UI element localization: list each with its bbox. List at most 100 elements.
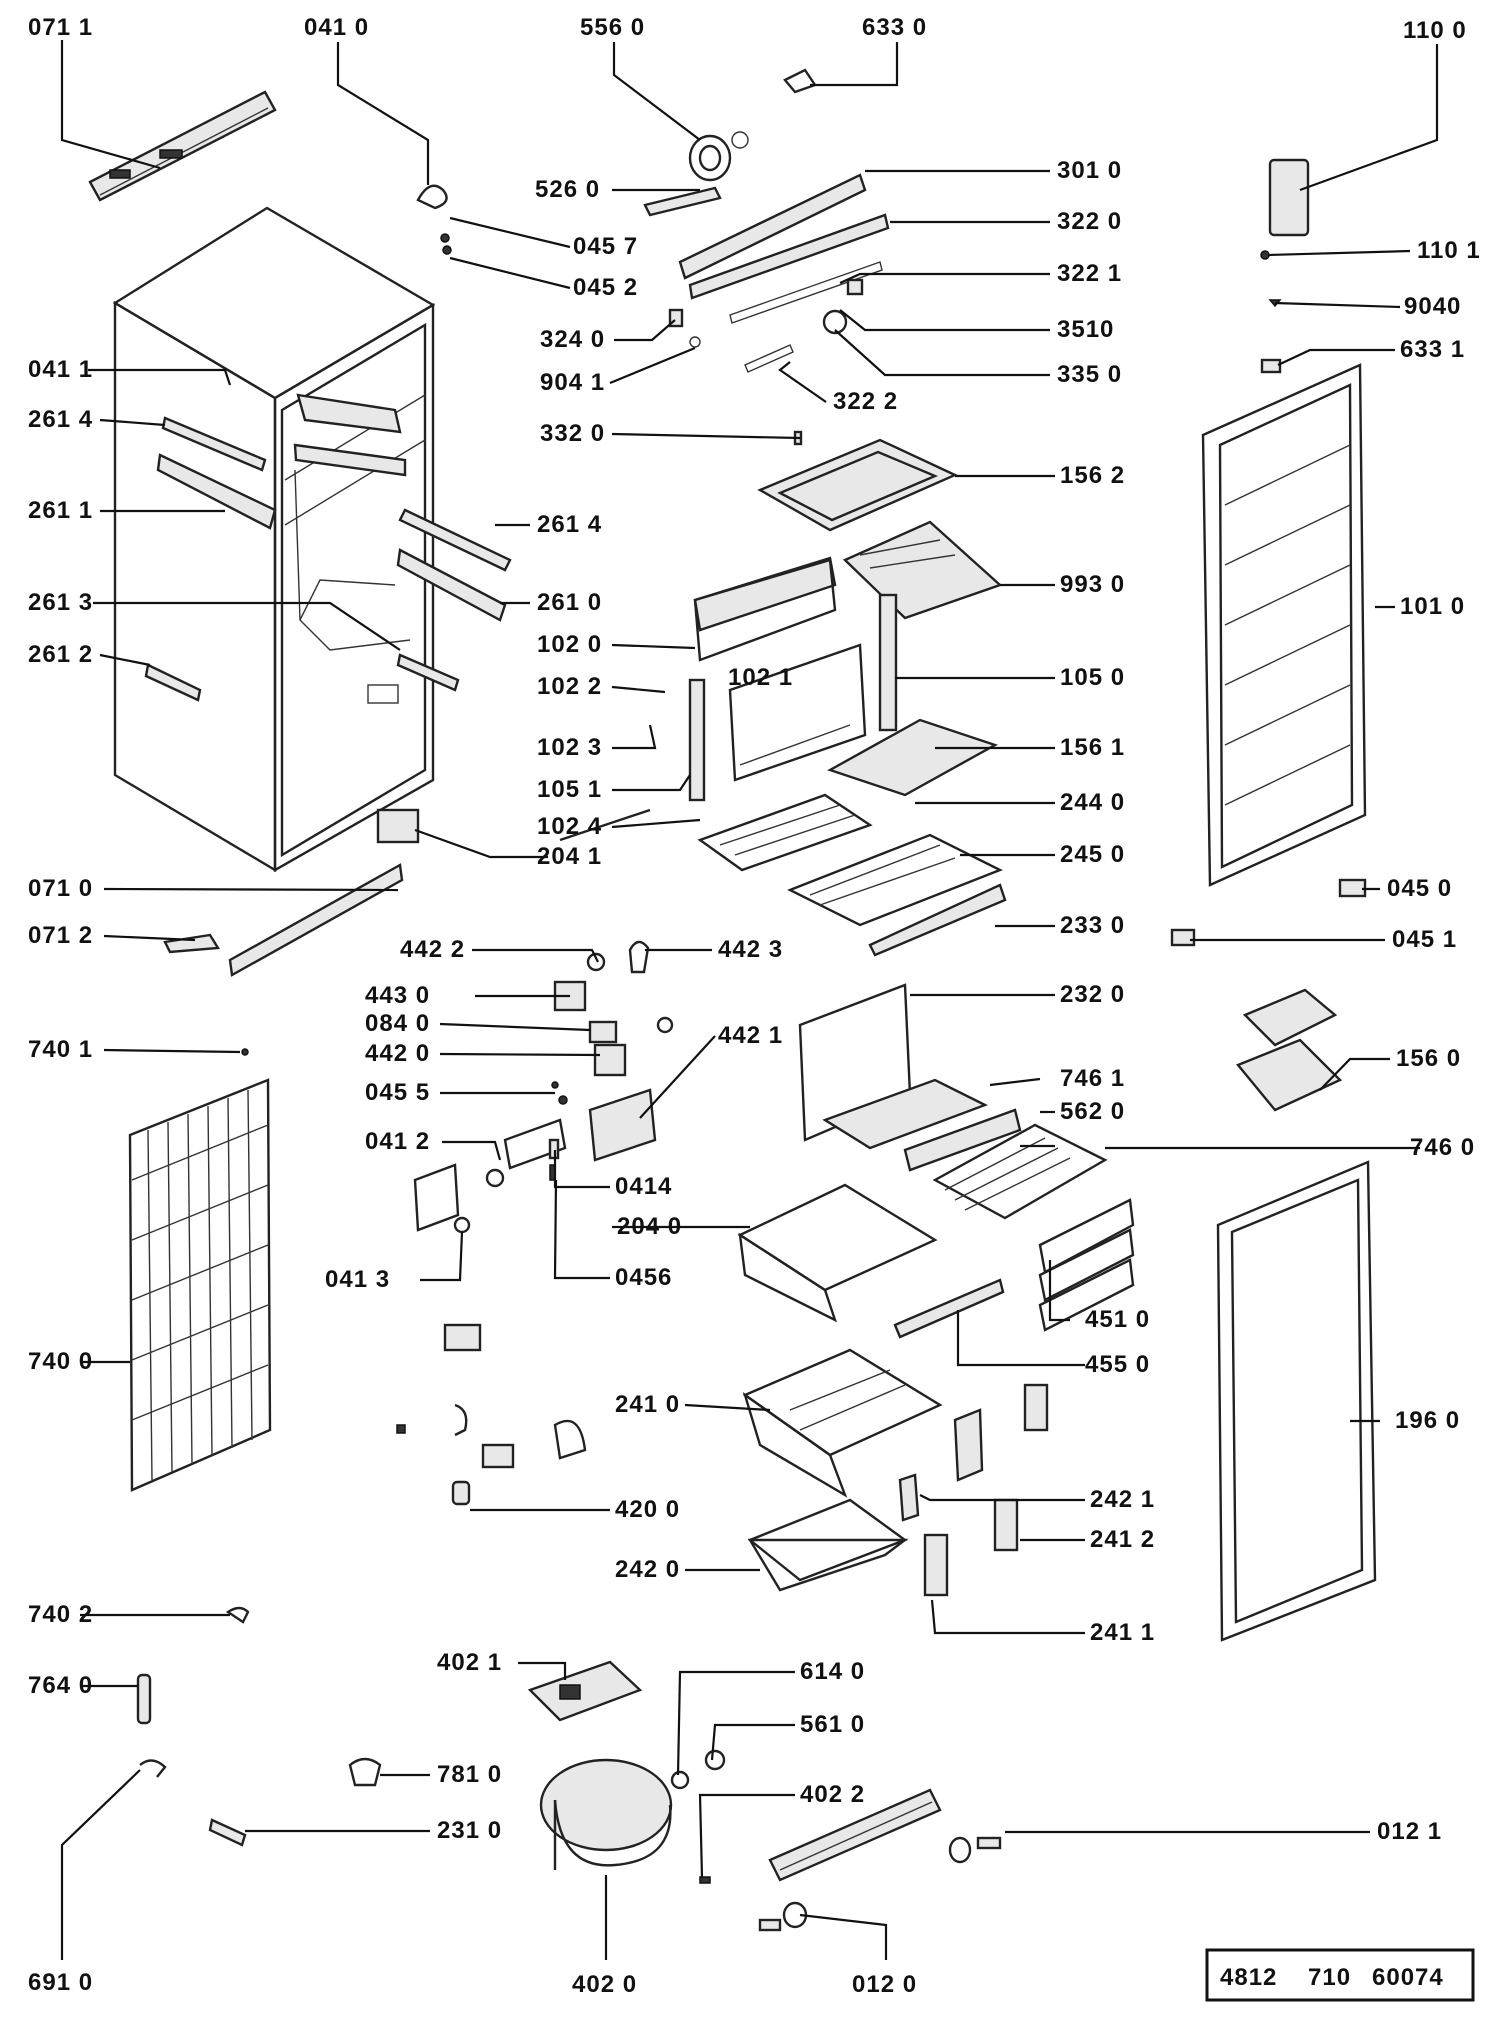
- label-691-0: 691 0: [28, 1969, 93, 1996]
- label-241-2: 241 2: [1090, 1526, 1155, 1553]
- label-041-1: 041 1: [28, 356, 93, 383]
- label-746-0: 746 0: [1410, 1134, 1475, 1161]
- label-233-0: 233 0: [1060, 912, 1125, 939]
- top-hardware-parts: [416, 68, 1310, 446]
- label-301-0: 301 0: [1057, 157, 1122, 184]
- label-764-0: 764 0: [28, 1672, 93, 1699]
- label-244-0: 244 0: [1060, 789, 1125, 816]
- label-442-0: 442 0: [365, 1040, 430, 1067]
- label-245-0: 245 0: [1060, 841, 1125, 868]
- label-204-1: 204 1: [537, 843, 602, 870]
- label-402-2: 402 2: [800, 1781, 865, 1808]
- label-261-0: 261 0: [537, 589, 602, 616]
- label-402-1: 402 1: [437, 1649, 502, 1676]
- label-261-1: 261 1: [28, 497, 93, 524]
- condenser-part: [128, 1048, 272, 1624]
- label-261-4-left: 261 4: [28, 406, 93, 433]
- label-562-0: 562 0: [1060, 1098, 1125, 1125]
- label-442-2: 442 2: [400, 936, 465, 963]
- label-740-1: 740 1: [28, 1036, 93, 1063]
- label-204-0: 204 0: [617, 1213, 682, 1240]
- label-442-1: 442 1: [718, 1022, 783, 1049]
- label-614-0: 614 0: [800, 1658, 865, 1685]
- label-241-0: 241 0: [615, 1391, 680, 1418]
- label-241-1: 241 1: [1090, 1619, 1155, 1646]
- label-556-0: 556 0: [580, 14, 645, 41]
- label-045-1: 045 1: [1392, 926, 1457, 953]
- label-904-1: 904 1: [540, 369, 605, 396]
- label-084-0: 084 0: [365, 1010, 430, 1037]
- label-261-2: 261 2: [28, 641, 93, 668]
- part-labels: 071 1 041 0 556 0 633 0 110 0 526 0 301 …: [28, 14, 1481, 1998]
- label-740-0: 740 0: [28, 1348, 93, 1375]
- label-443-0: 443 0: [365, 982, 430, 1009]
- label-526-0: 526 0: [535, 176, 600, 203]
- label-324-0: 324 0: [540, 326, 605, 353]
- label-102-1: 102 1: [728, 664, 793, 691]
- label-3510: 3510: [1057, 316, 1114, 343]
- label-332-0: 332 0: [540, 420, 605, 447]
- label-102-0: 102 0: [537, 631, 602, 658]
- label-071-1: 071 1: [28, 14, 93, 41]
- label-993-0: 993 0: [1060, 571, 1125, 598]
- drawing-code-part-3: 60074: [1372, 1964, 1444, 1991]
- label-101-0: 101 0: [1400, 593, 1465, 620]
- label-561-0: 561 0: [800, 1711, 865, 1738]
- top-trim-part: [88, 90, 277, 202]
- evaporator-parts: [737, 983, 1135, 1597]
- label-232-0: 232 0: [1060, 981, 1125, 1008]
- drawing-code-box: 4812 710 60074: [1205, 1948, 1475, 2002]
- label-045-7: 045 7: [573, 233, 638, 260]
- label-335-0: 335 0: [1057, 361, 1122, 388]
- label-261-3: 261 3: [28, 589, 93, 616]
- label-156-0: 156 0: [1396, 1045, 1461, 1072]
- drawing-code-part-1: 4812: [1220, 1964, 1277, 1991]
- label-420-0: 420 0: [615, 1496, 680, 1523]
- label-041-2: 041 2: [365, 1128, 430, 1155]
- label-102-2: 102 2: [537, 673, 602, 700]
- label-105-1: 105 1: [537, 776, 602, 803]
- drawing-code-part-2: 710: [1308, 1964, 1351, 1991]
- label-746-1: 746 1: [1060, 1065, 1125, 1092]
- label-322-1: 322 1: [1057, 260, 1122, 287]
- label-196-0: 196 0: [1395, 1407, 1460, 1434]
- door-part: [1170, 363, 1367, 947]
- label-156-2: 156 2: [1060, 462, 1125, 489]
- label-451-0: 451 0: [1085, 1306, 1150, 1333]
- label-012-1: 012 1: [1377, 1818, 1442, 1845]
- compressor-parts: [136, 1660, 1002, 1932]
- label-0456: 0456: [615, 1264, 672, 1291]
- label-242-0: 242 0: [615, 1556, 680, 1583]
- label-012-0: 012 0: [852, 1971, 917, 1998]
- label-633-1: 633 1: [1400, 336, 1465, 363]
- label-071-0: 071 0: [28, 875, 93, 902]
- label-105-0: 105 0: [1060, 664, 1125, 691]
- label-0414: 0414: [615, 1173, 672, 1200]
- label-402-0: 402 0: [572, 1971, 637, 1998]
- label-9040: 9040: [1404, 293, 1461, 320]
- label-041-3: 041 3: [325, 1266, 390, 1293]
- leader-lines: [60, 40, 1439, 1960]
- part-drawings: [88, 68, 1377, 1932]
- label-781-0: 781 0: [437, 1761, 502, 1788]
- label-045-0: 045 0: [1387, 875, 1452, 902]
- freezer-parts: [559, 438, 1007, 957]
- label-455-0: 455 0: [1085, 1351, 1150, 1378]
- label-102-3: 102 3: [537, 734, 602, 761]
- label-633-0: 633 0: [862, 14, 927, 41]
- label-110-1: 110 1: [1417, 237, 1481, 264]
- gasket-part: [1216, 988, 1377, 1642]
- electrical-parts: [396, 940, 674, 1506]
- label-242-1: 242 1: [1090, 1486, 1155, 1513]
- label-442-3: 442 3: [718, 936, 783, 963]
- label-110-0: 110 0: [1403, 17, 1467, 44]
- label-322-2: 322 2: [833, 388, 898, 415]
- label-041-0: 041 0: [304, 14, 369, 41]
- label-231-0: 231 0: [437, 1817, 502, 1844]
- label-322-0: 322 0: [1057, 208, 1122, 235]
- label-045-2: 045 2: [573, 274, 638, 301]
- cabinet-part: [112, 206, 512, 977]
- label-071-2: 071 2: [28, 922, 93, 949]
- label-740-2: 740 2: [28, 1601, 93, 1628]
